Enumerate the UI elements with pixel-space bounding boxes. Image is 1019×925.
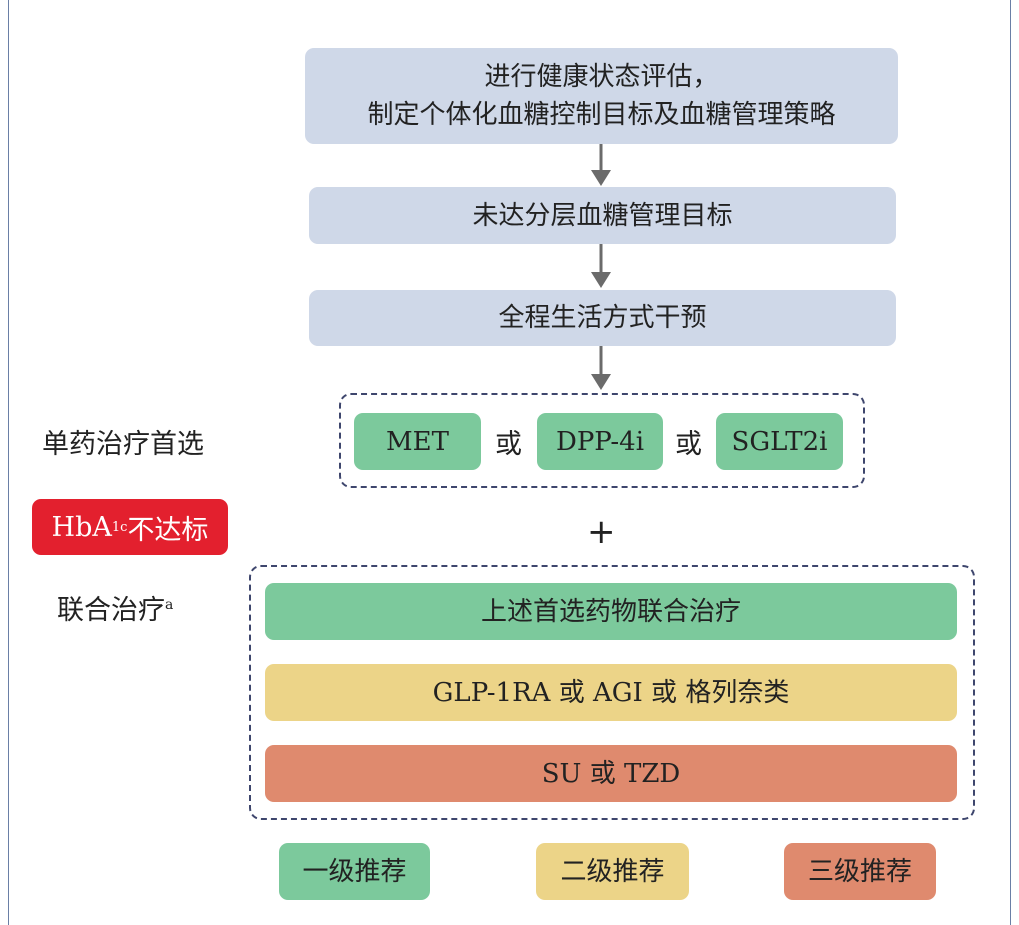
combination-row-level2-text: GLP-1RA 或 AGI 或 格列奈类 bbox=[432, 677, 790, 708]
dpp4i-option-label: DPP-4i bbox=[555, 426, 645, 457]
legend-level1: 一级推荐 bbox=[279, 843, 430, 900]
or-connector-2: 或 bbox=[675, 429, 702, 460]
combination-row-level1: 上述首选药物联合治疗 bbox=[265, 583, 957, 640]
met-option-label: MET bbox=[386, 426, 449, 457]
arrow-1-head bbox=[591, 170, 611, 186]
hba1c-prefix: HbA bbox=[51, 511, 112, 543]
target-not-met-text: 未达分层血糖管理目标 bbox=[472, 200, 733, 231]
dpp4i-option: DPP-4i bbox=[537, 413, 663, 470]
combination-label: 联合治疗a bbox=[57, 588, 173, 627]
or-connector-1: 或 bbox=[495, 429, 522, 460]
sglt2i-option-label: SGLT2i bbox=[731, 426, 828, 457]
figure-frame bbox=[8, 0, 1011, 925]
arrow-3-head bbox=[591, 374, 611, 390]
assessment-step-box: 进行健康状态评估， 制定个体化血糖控制目标及血糖管理策略 bbox=[305, 48, 898, 144]
combination-footnote-mark: a bbox=[165, 597, 174, 613]
combination-row-level3: SU 或 TZD bbox=[265, 745, 957, 802]
assessment-step-line1: 进行健康状态评估， bbox=[484, 62, 719, 92]
monotherapy-group bbox=[339, 393, 865, 488]
lifestyle-intervention-text: 全程生活方式干预 bbox=[498, 303, 707, 333]
legend-level2: 二级推荐 bbox=[536, 843, 689, 900]
target-not-met-box: 未达分层血糖管理目标 bbox=[309, 187, 896, 244]
plus-sign: + bbox=[587, 512, 616, 552]
combination-row-level3-text: SU 或 TZD bbox=[541, 758, 681, 789]
combination-label-text: 联合治疗 bbox=[57, 595, 165, 626]
monotherapy-label: 单药治疗首选 bbox=[42, 429, 204, 460]
hba1c-subscript: 1c bbox=[111, 519, 128, 535]
legend-level1-label: 一级推荐 bbox=[302, 856, 407, 887]
combination-row-level2: GLP-1RA 或 AGI 或 格列奈类 bbox=[265, 664, 957, 721]
arrow-2-head bbox=[591, 272, 611, 288]
combination-group bbox=[249, 565, 975, 820]
legend-level3-label: 三级推荐 bbox=[807, 856, 912, 887]
sglt2i-option: SGLT2i bbox=[716, 413, 843, 470]
hba1c-suffix: 不达标 bbox=[127, 514, 209, 546]
legend-level3: 三级推荐 bbox=[784, 843, 936, 900]
lifestyle-intervention-box: 全程生活方式干预 bbox=[309, 290, 896, 346]
legend-level2-label: 二级推荐 bbox=[560, 856, 665, 887]
met-option: MET bbox=[354, 413, 481, 470]
assessment-step-line2: 制定个体化血糖控制目标及血糖管理策略 bbox=[367, 100, 836, 130]
combination-row-level1-text: 上述首选药物联合治疗 bbox=[480, 596, 741, 627]
